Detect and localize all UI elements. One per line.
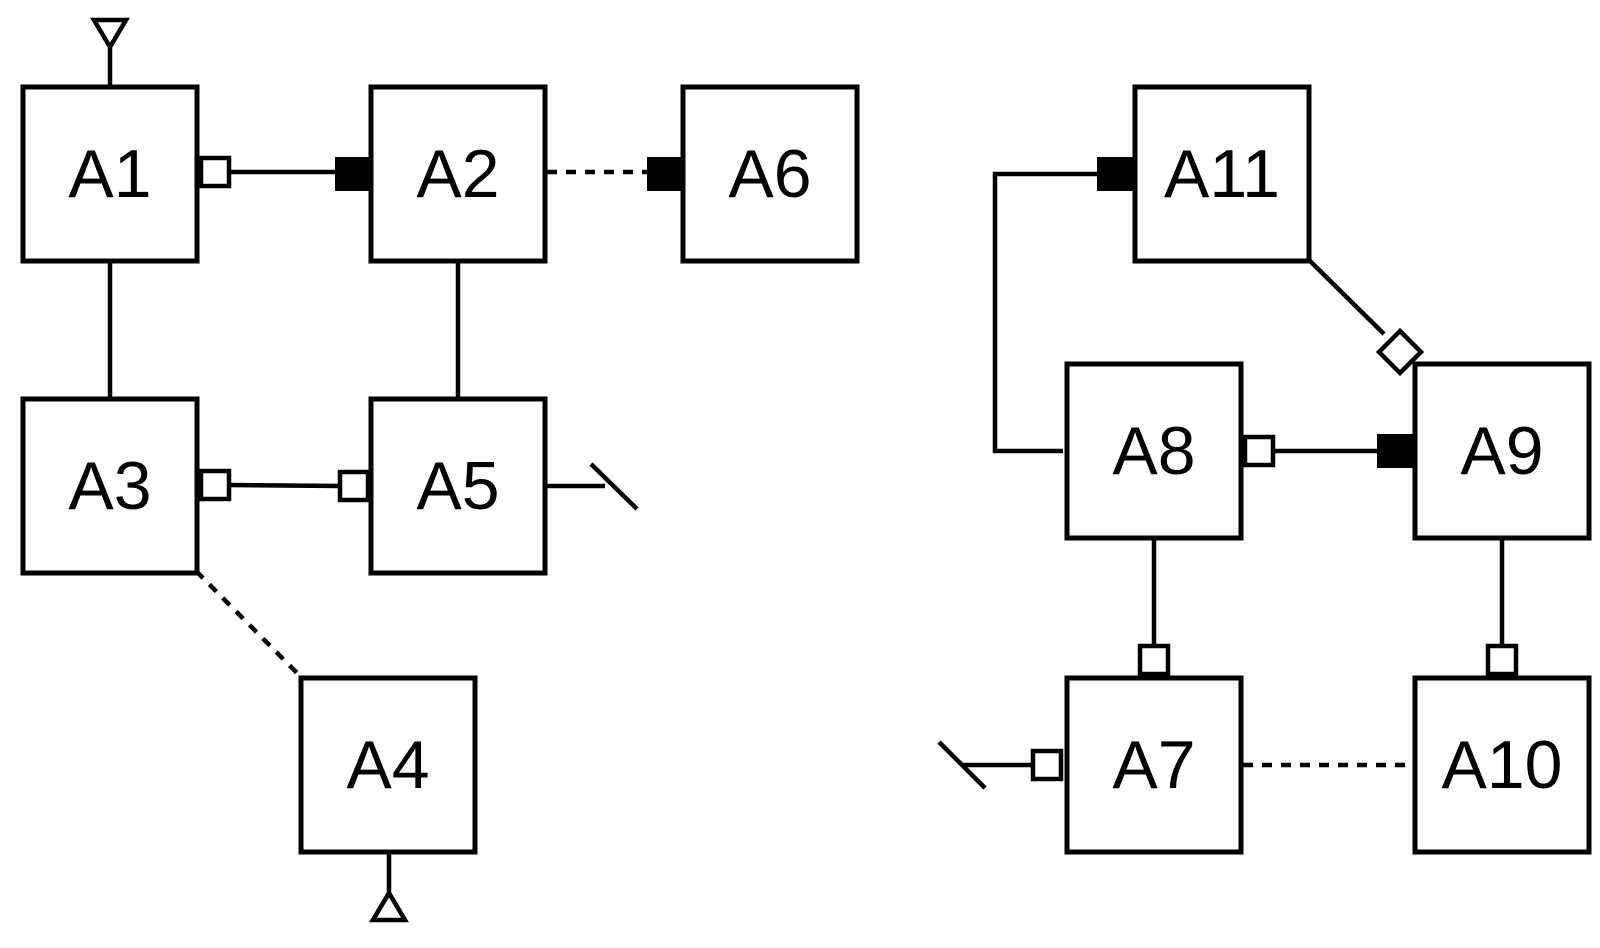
node-label: A8: [1112, 413, 1195, 489]
a9-port-open-diamond-icon: [1375, 327, 1425, 377]
node-a6: A6: [680, 84, 860, 264]
node-a9: A9: [1412, 361, 1592, 541]
node-a4: A4: [298, 675, 478, 855]
nodes: A1 A2 A3 A4 A5 A6 A7 A8: [20, 84, 1592, 855]
a5-port-open-square-icon: [337, 469, 371, 503]
node-a7: A7: [1064, 675, 1244, 855]
a8-port-open-square-icon: [1242, 434, 1276, 468]
node-label: A11: [1164, 136, 1280, 212]
edge-a3-a4: [194, 569, 302, 678]
node-label: A2: [416, 136, 499, 212]
a1-port-open-square-icon: [198, 155, 232, 189]
a10-port-open-square-icon: [1485, 643, 1519, 677]
a11-port-filled-square-icon: [1097, 157, 1135, 191]
edge-a3-a5: [228, 482, 341, 489]
a7-port-open-square-icon: [1137, 643, 1171, 677]
a3-port-open-square-icon: [198, 468, 232, 502]
node-label: A5: [416, 448, 499, 524]
node-a3: A3: [20, 396, 200, 576]
node-a1: A1: [20, 84, 200, 264]
node-a5: A5: [368, 396, 548, 576]
node-label: A7: [1112, 727, 1195, 803]
node-label: A10: [1442, 727, 1563, 803]
edge-a8-a11: [992, 171, 1097, 454]
node-a10: A10: [1412, 675, 1592, 855]
node-label: A4: [346, 727, 429, 803]
node-label: A3: [68, 448, 151, 524]
ports: [198, 155, 1519, 782]
node-label: A6: [728, 136, 811, 212]
node-a2: A2: [368, 84, 548, 264]
a7-terminal-slash-icon: [937, 740, 1031, 790]
a4-terminal-triangle-up-icon: [369, 853, 409, 923]
a1-terminal-triangle-down-icon: [90, 17, 130, 87]
a9-port-filled-square-icon: [1377, 434, 1415, 468]
node-a8: A8: [1064, 361, 1244, 541]
a6-port-filled-square-icon: [647, 157, 683, 191]
node-label: A1: [68, 136, 151, 212]
a2-port-filled-square-icon: [335, 157, 371, 191]
terminals: [90, 17, 1031, 923]
node-a11: A11: [1132, 84, 1312, 264]
a5-terminal-slash-icon: [547, 462, 639, 511]
node-label: A9: [1460, 413, 1543, 489]
edge-a11-a9: [1308, 259, 1386, 336]
connections: [107, 169, 1505, 768]
a7-left-port-open-square-icon: [1030, 748, 1064, 782]
